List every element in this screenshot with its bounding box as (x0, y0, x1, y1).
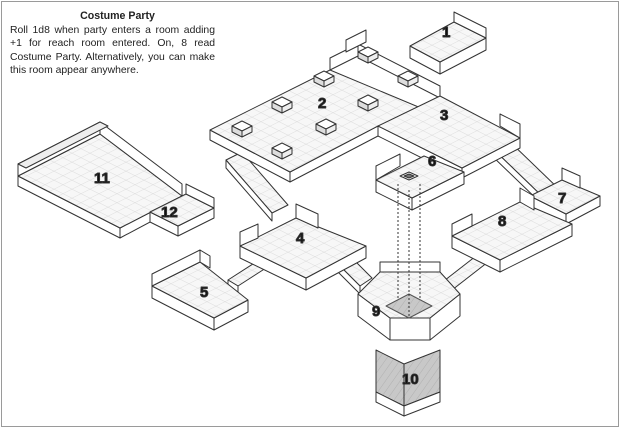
corridor-2-4 (225, 151, 289, 222)
room-9-label: 9 (372, 303, 380, 320)
room-5: 5 (151, 249, 249, 331)
room-4: 4 (239, 203, 367, 291)
room-10: 10 (375, 349, 441, 417)
vertical-shaft (397, 184, 421, 318)
room-10-label: 10 (402, 371, 419, 388)
note-body: Roll 1d8 when party enters a room adding… (10, 25, 215, 76)
room-7: 7 (529, 167, 601, 225)
room-8: 8 (451, 187, 573, 273)
room-1: 1 (409, 11, 487, 75)
room-8-label: 8 (498, 213, 506, 230)
room-6: 6 (375, 153, 465, 211)
room-12: 12 (149, 183, 215, 237)
room-11-label: 11 (94, 170, 110, 187)
room-11: 11 (17, 121, 183, 239)
room-9: 9 (357, 261, 461, 341)
room-2-label: 2 (318, 95, 326, 112)
room-7-label: 7 (558, 190, 566, 207)
room-1-label: 1 (442, 24, 450, 41)
room-2: 2 (209, 29, 441, 183)
costume-party-note: Costume Party Roll 1d8 when party enters… (10, 10, 215, 77)
room-6-label: 6 (428, 153, 436, 170)
room-4-label: 4 (296, 230, 305, 247)
note-title: Costume Party (80, 10, 155, 22)
room-5-label: 5 (200, 284, 208, 301)
room-3-label: 3 (440, 107, 448, 124)
room-2-pillars (231, 46, 419, 160)
room-12-label: 12 (161, 204, 178, 221)
